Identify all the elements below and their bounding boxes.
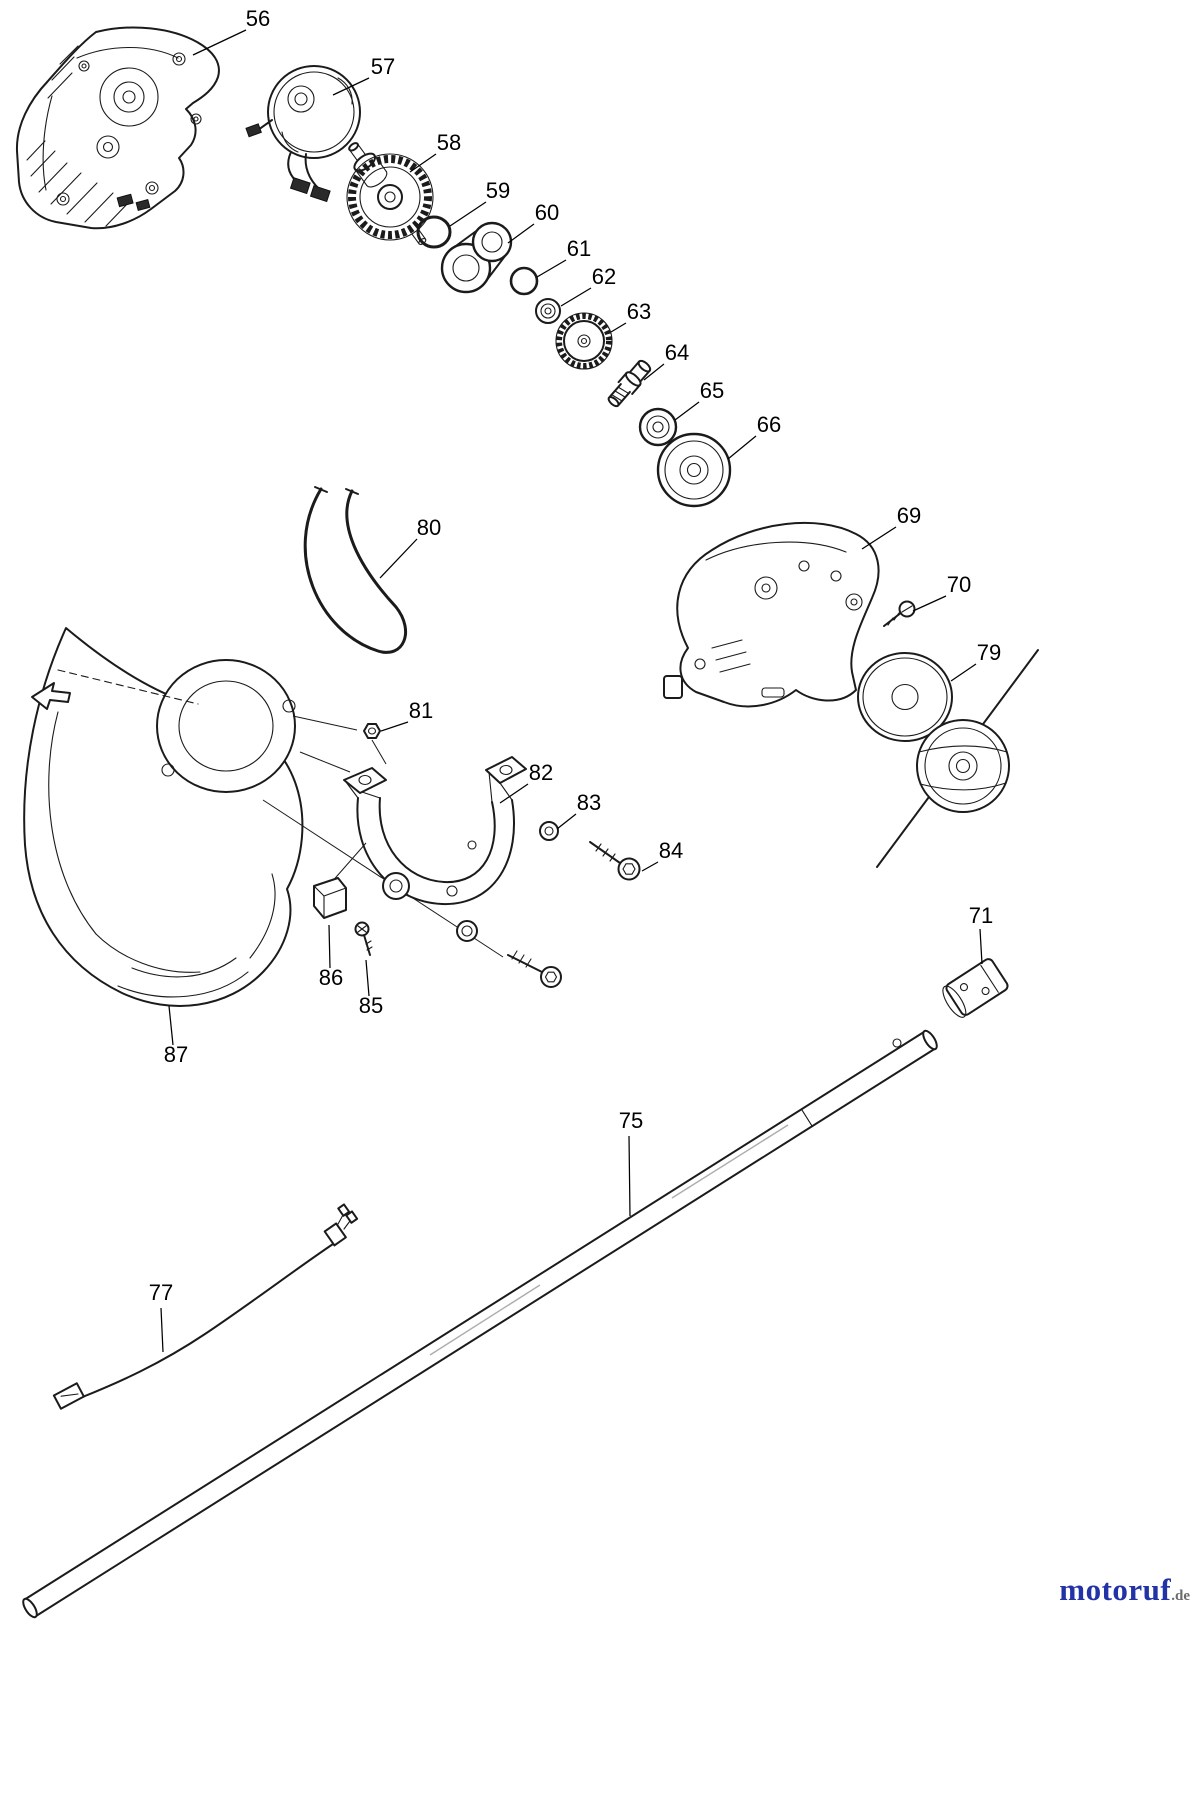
part-label-86: 86 xyxy=(319,965,343,990)
part-label-75: 75 xyxy=(619,1108,643,1133)
part-60-bearing-retainer xyxy=(440,221,513,294)
part-77-wire-harness xyxy=(52,1203,359,1410)
trimmer-head-spool xyxy=(876,649,1039,868)
leader-line-79 xyxy=(950,663,977,682)
part-label-84: 84 xyxy=(659,838,683,863)
leader-line-64 xyxy=(643,363,665,381)
leader-line-58 xyxy=(409,153,437,173)
part-label-83: 83 xyxy=(577,790,601,815)
leader-line-82 xyxy=(499,783,529,804)
leader-line-85 xyxy=(365,959,370,997)
part-label-79: 79 xyxy=(977,640,1001,665)
part-label-56: 56 xyxy=(246,6,270,31)
leader-line-59 xyxy=(449,201,487,227)
part-label-57: 57 xyxy=(371,54,395,79)
part-58-armature-fan xyxy=(346,142,434,245)
leader-line-62 xyxy=(560,287,592,307)
housing-hatching xyxy=(26,45,131,227)
part-label-59: 59 xyxy=(486,178,510,203)
watermark-brand: motoruf xyxy=(1059,1572,1172,1607)
leader-line-84 xyxy=(641,861,659,872)
leader-line-70 xyxy=(912,595,947,612)
part-56-motor-housing-half xyxy=(15,26,220,230)
watermark-logo: motoruf.de xyxy=(1059,1572,1190,1608)
part-label-85: 85 xyxy=(359,993,383,1018)
part-label-61: 61 xyxy=(567,236,591,261)
part-84-hex-bolt xyxy=(589,841,641,881)
leader-line-75 xyxy=(628,1135,631,1217)
part-label-71: 71 xyxy=(969,903,993,928)
part-label-58: 58 xyxy=(437,130,461,155)
part-57-field-stator xyxy=(245,65,361,203)
part-label-77: 77 xyxy=(149,1280,173,1305)
part-65-ball-bearing xyxy=(638,407,678,447)
leader-line-56 xyxy=(192,29,247,56)
watermark-tld: .de xyxy=(1171,1588,1190,1604)
part-82-clamp-bracket xyxy=(343,756,527,906)
part-75-shaft-tube xyxy=(22,1029,938,1619)
leader-line-63 xyxy=(610,322,627,333)
leader-line-66 xyxy=(727,435,757,460)
part-label-80: 80 xyxy=(417,515,441,540)
leader-line-60 xyxy=(507,223,535,244)
part-61-ring xyxy=(509,266,539,296)
part-label-65: 65 xyxy=(700,378,724,403)
part-86-bracket-plate xyxy=(313,877,347,919)
leader-line-77 xyxy=(160,1307,164,1353)
part-label-87: 87 xyxy=(164,1042,188,1067)
leader-line-81 xyxy=(380,721,409,732)
part-62-ball-bearing xyxy=(535,298,561,324)
leader-line-87 xyxy=(168,1005,174,1046)
leader-line-61 xyxy=(536,259,567,278)
part-label-82: 82 xyxy=(529,760,553,785)
part-69-motor-housing-half xyxy=(663,521,880,708)
part-70-screw xyxy=(883,600,916,627)
leader-line-69 xyxy=(861,526,897,550)
part-64-spindle-shaft xyxy=(607,359,652,408)
part-87-guard xyxy=(23,627,304,1007)
leader-line-65 xyxy=(674,401,700,421)
part-79-cover-disc xyxy=(857,652,953,742)
leader-line-83 xyxy=(556,813,577,830)
part-label-64: 64 xyxy=(665,340,689,365)
part-label-81: 81 xyxy=(409,698,433,723)
part-label-63: 63 xyxy=(627,299,651,324)
part-85-screw xyxy=(354,921,373,956)
leader-line-80 xyxy=(379,538,418,579)
part-label-66: 66 xyxy=(757,412,781,437)
washer-small xyxy=(456,920,478,942)
part-81-hex-nut xyxy=(363,723,381,739)
leader-line-71 xyxy=(979,928,983,965)
part-80-loop-wire xyxy=(303,486,407,654)
part-label-69: 69 xyxy=(897,503,921,528)
part-71-sleeve-coupling xyxy=(942,958,1009,1018)
part-63-spur-gear xyxy=(555,312,613,370)
part-83-washer xyxy=(539,821,559,841)
leader-line-86 xyxy=(328,924,331,969)
part-66-bearing-cup xyxy=(656,432,732,508)
leader-line-57 xyxy=(332,77,370,96)
part-59-o-ring xyxy=(416,215,452,249)
part-label-60: 60 xyxy=(535,200,559,225)
part-label-62: 62 xyxy=(592,264,616,289)
hex-bolt-lower xyxy=(507,950,562,988)
part-label-70: 70 xyxy=(947,572,971,597)
